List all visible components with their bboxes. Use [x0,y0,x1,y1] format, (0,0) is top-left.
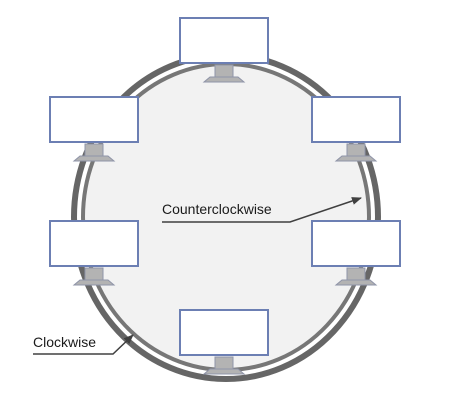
node-lower-right [311,220,401,286]
monitor-icon [49,96,139,162]
counterclockwise-label: Counterclockwise [162,201,272,217]
monitor-icon [49,220,139,286]
node-lower-left [49,220,139,286]
node-bottom [179,309,269,375]
node-upper-left [49,96,139,162]
clockwise-label: Clockwise [33,334,96,350]
monitor-icon [179,17,269,83]
monitor-icon [311,220,401,286]
clockwise-arrow [33,334,134,355]
monitor-icon [311,96,401,162]
node-top [179,17,269,83]
ring-fill [82,63,370,371]
node-upper-right [311,96,401,162]
monitor-icon [179,309,269,375]
counterclockwise-arrow [162,197,362,223]
